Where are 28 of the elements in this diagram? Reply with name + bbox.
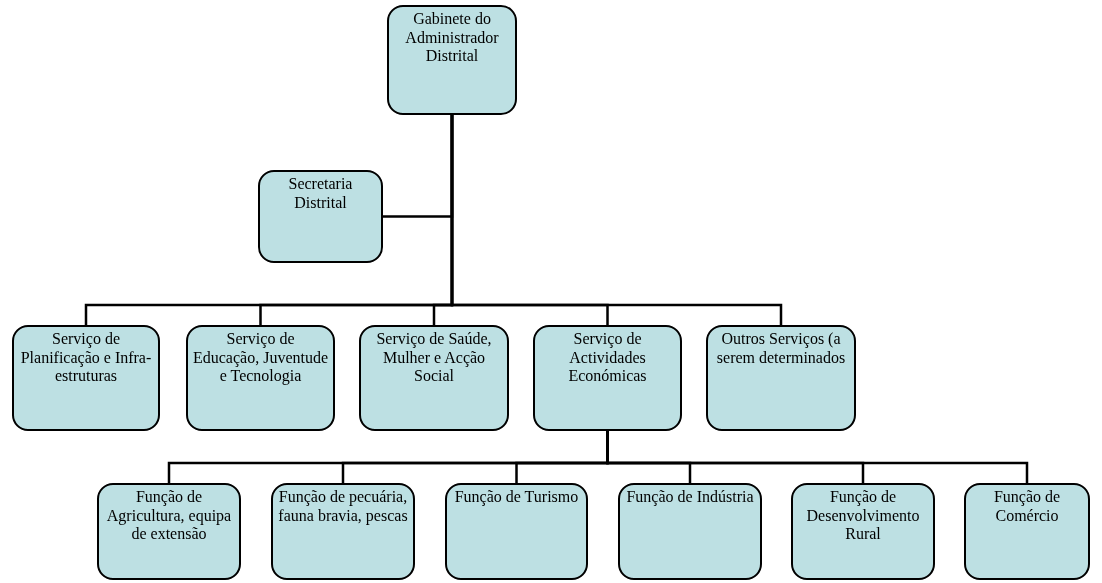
org-unit-box [271,483,415,580]
unit-label: Serviço de Actividades Económicas [567,330,648,386]
unit-label: Função de Turismo [453,488,580,507]
org-unit-box [791,483,935,580]
unit-label: Função de pecuária, fauna bravia, pescas [277,488,409,525]
unit-label: Serviço de Planificação e Infra-estruturas [19,330,153,386]
unit-label: Secretaria Distrital [287,175,354,212]
org-unit-box [97,483,241,580]
org-unit-box [359,325,509,431]
unit-label: Serviço de Educação, Juventude e Tecnologia [192,330,329,386]
org-unit-box [258,170,383,263]
org-unit-box [706,325,856,431]
org-unit-box [964,483,1090,580]
unit-label: Serviço de Saúde, Mulher e Acção Social [375,330,493,386]
unit-label: Gabinete do Administrador Distrital [404,10,500,66]
connector-line [450,115,783,325]
unit-label: Função de Agricultura, equipa de extensão [105,488,233,544]
org-unit-box [445,483,588,580]
unit-label: Função de Desenvolvimento Rural [805,488,921,544]
unit-label: Outros Serviços (a serem determinados [715,330,847,367]
connector-line [606,431,1029,483]
org-unit-box [387,5,517,115]
unit-label: Função de Comércio [992,488,1062,525]
org-unit-box [12,325,160,431]
org-unit-box [533,325,682,431]
org-unit-box [618,483,762,580]
unit-label: Função de Indústria [625,488,755,507]
org-unit-box [186,325,335,431]
